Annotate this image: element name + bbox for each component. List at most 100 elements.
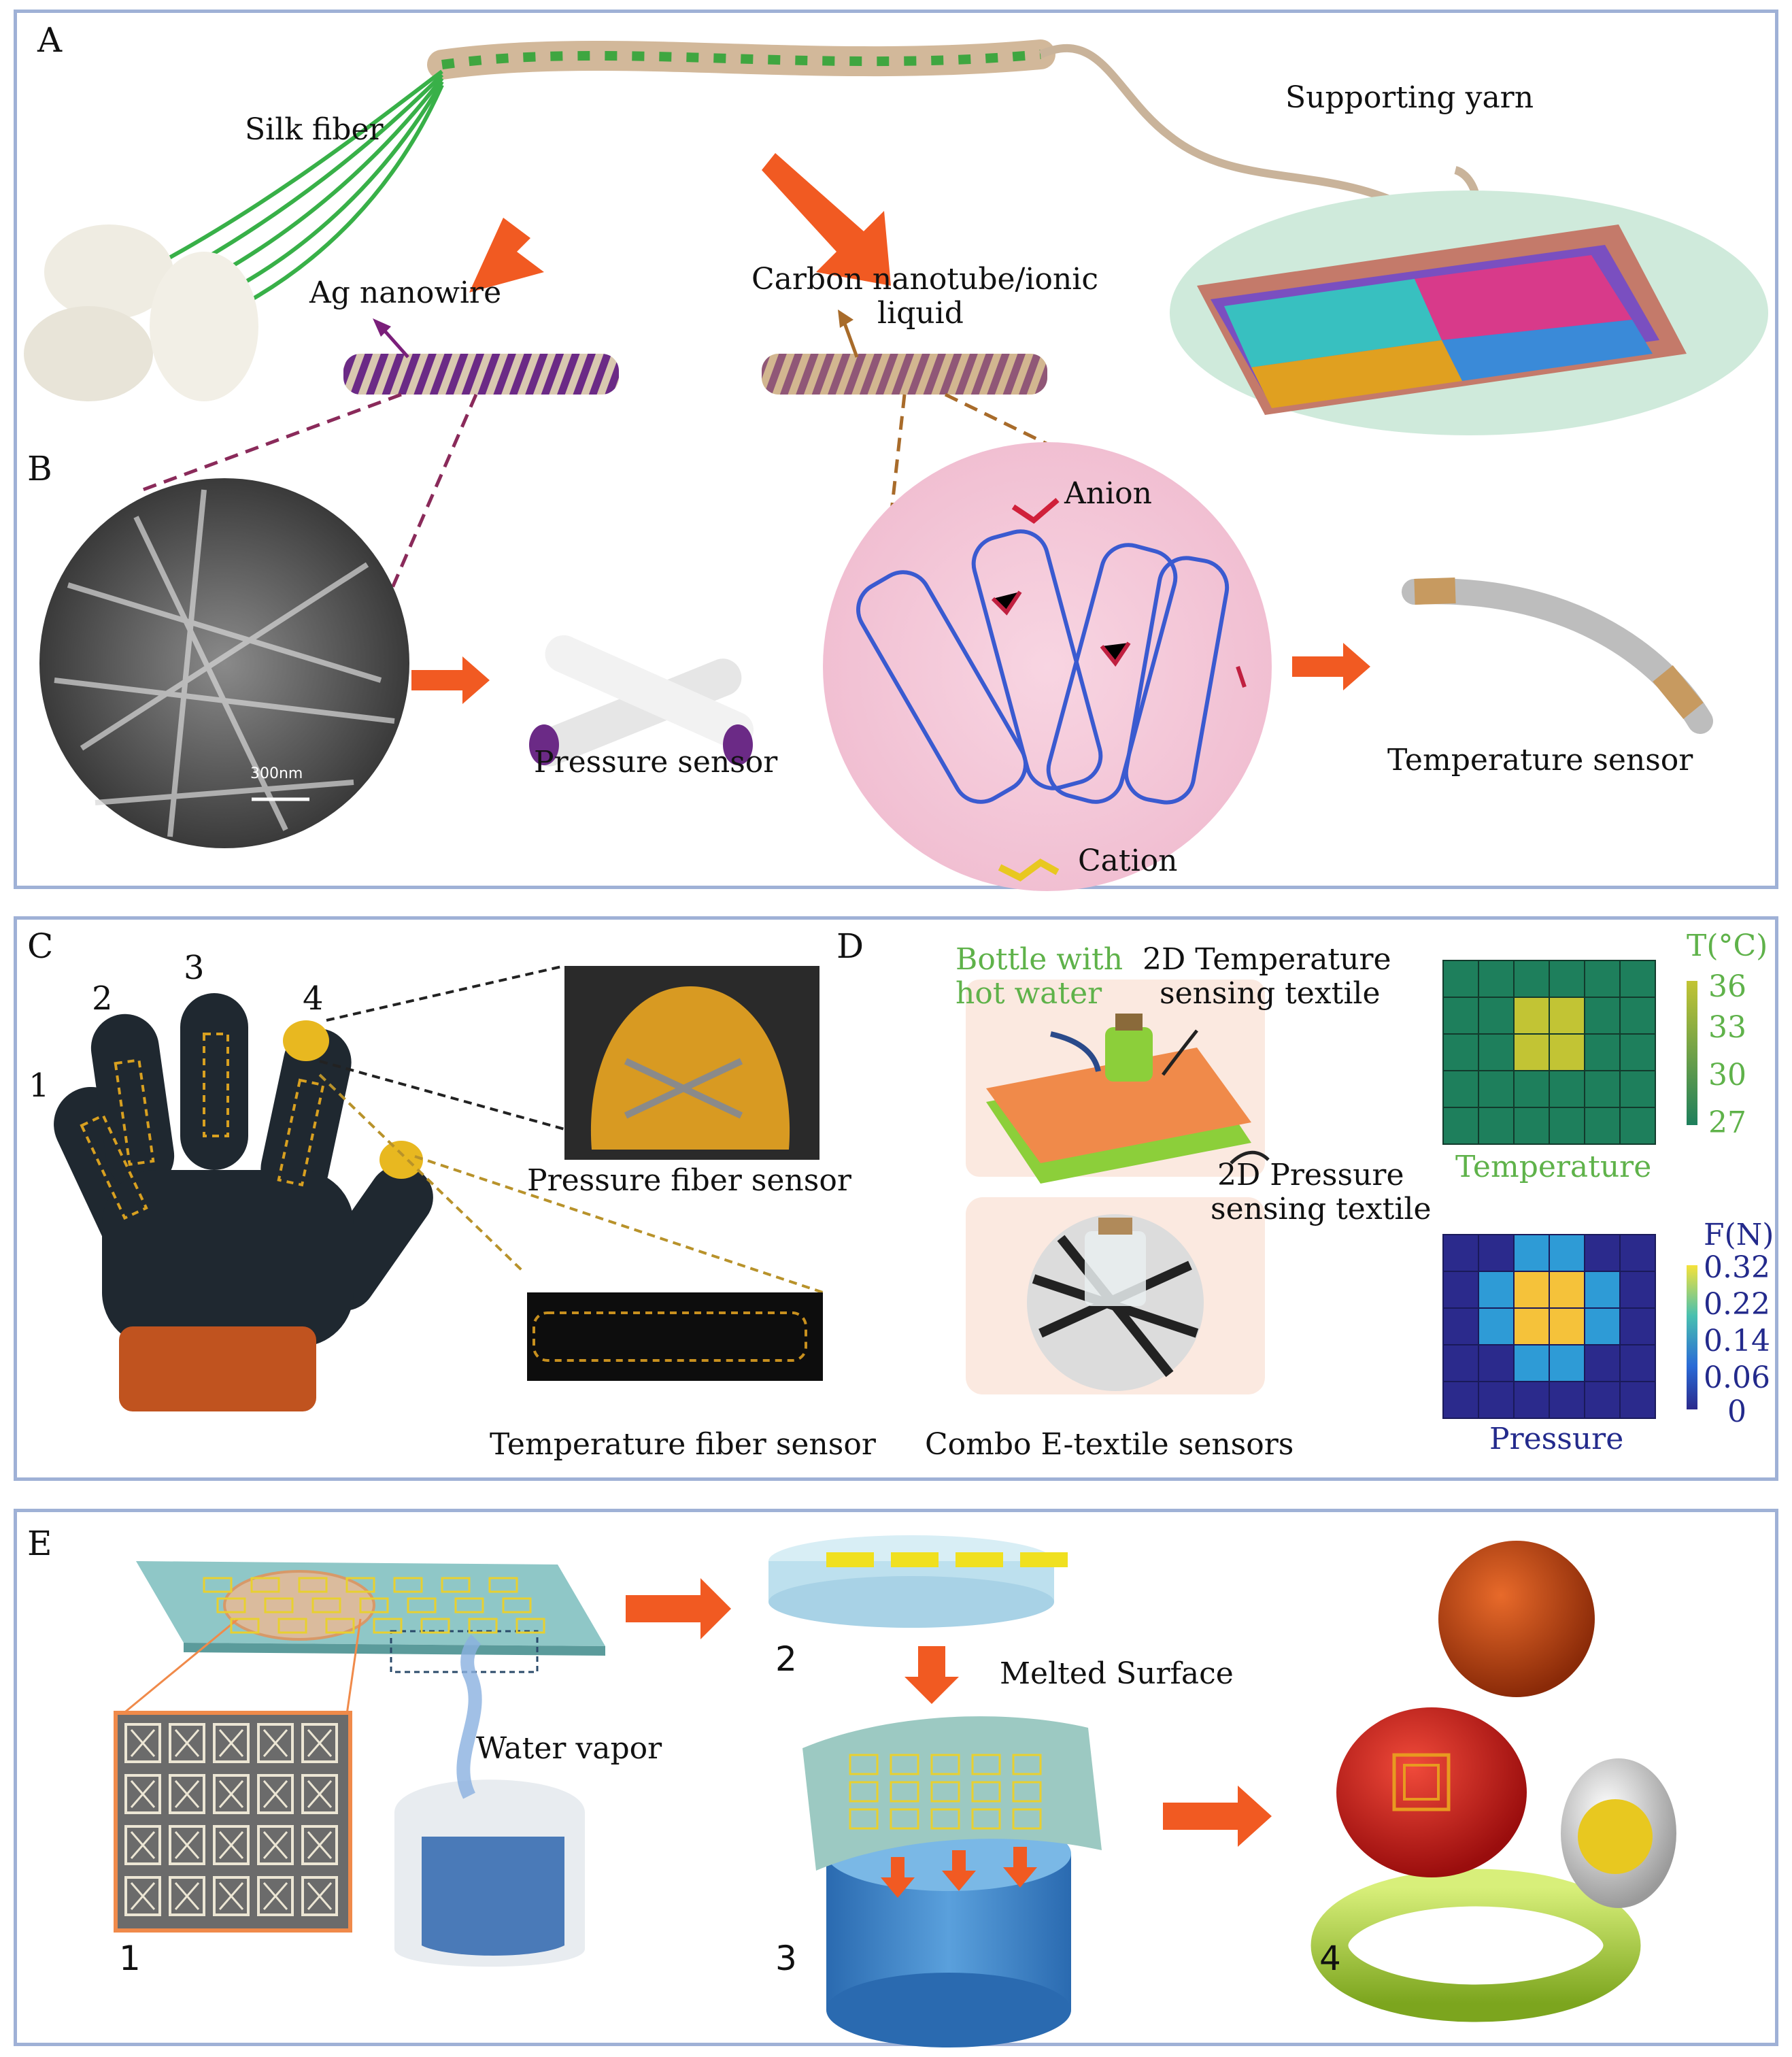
heatmap-cell <box>1549 1381 1585 1419</box>
temp-textile-label-line2: sensing textile <box>1160 976 1381 1011</box>
pressure-fiber-sensor-label: Pressure fiber sensor <box>527 1163 851 1198</box>
cnt-label-line2: liquid <box>877 296 964 331</box>
finger-label-1: 1 <box>29 1067 50 1105</box>
e-step-label-2: 2 <box>775 1639 797 1679</box>
panel-label-a: A <box>37 20 63 60</box>
pressure-textile-label-line2: sensing textile <box>1211 1192 1432 1226</box>
heatmap-cell <box>1513 997 1550 1035</box>
humidifier <box>394 1634 585 1967</box>
heatmap-cell <box>1478 1271 1515 1309</box>
heatmap-cell <box>1442 1107 1479 1145</box>
bottle-label-line2: hot water <box>956 976 1102 1011</box>
heatmap-cell <box>1478 1234 1515 1272</box>
pressure-sensor-label: Pressure sensor <box>534 745 778 780</box>
silk-fiber-label: Silk fiber <box>245 112 384 147</box>
cnt-zoom-circle <box>823 442 1272 891</box>
heatmap-cell <box>1584 1381 1621 1419</box>
heatmap-cell <box>1584 1344 1621 1382</box>
bottle-label-line1: Bottle with <box>956 942 1123 977</box>
ag-nanowire-label: Ag nanowire <box>309 275 502 310</box>
heatmap-cell <box>1442 1344 1479 1382</box>
heatmap-cell <box>1442 1234 1479 1272</box>
heatmap-cell <box>1513 1033 1550 1071</box>
finger-label-4: 4 <box>303 980 324 1018</box>
heatmap-cell <box>1584 1271 1621 1309</box>
heatmap-cell <box>1478 1070 1515 1108</box>
temperature-sensor-graphic <box>1402 578 1713 734</box>
temperature-fiber-sensor-label: Temperature fiber sensor <box>490 1427 876 1462</box>
heatmap-cell <box>1584 1307 1621 1345</box>
temperature-fiber-photo <box>527 1292 823 1381</box>
pressure-fiber-photo <box>564 966 819 1160</box>
ag-nanowire-fiber <box>343 354 619 395</box>
heatmap-cell <box>1619 1271 1656 1309</box>
heatmap-cell <box>1584 1070 1621 1108</box>
heatmap-cell <box>1619 960 1656 998</box>
heatmap-cell <box>1619 1381 1656 1419</box>
heatmap-cell <box>1584 1107 1621 1145</box>
panel-label-d: D <box>836 926 864 966</box>
panel-label-c: C <box>27 926 54 966</box>
heatmap-cell <box>1513 1107 1550 1145</box>
sem-image <box>39 478 409 848</box>
force-tick-0: 0.32 <box>1704 1250 1770 1285</box>
melted-surface-label: Melted Surface <box>1000 1656 1234 1691</box>
heatmap-cell <box>1478 1344 1515 1382</box>
heatmap-cell <box>1584 1033 1621 1071</box>
heatmap-cell <box>1619 1234 1656 1272</box>
heatmap-cell <box>1584 997 1621 1035</box>
cation-label: Cation <box>1078 843 1178 878</box>
force-tick-3: 0.06 <box>1704 1360 1770 1395</box>
orange-arrows-b <box>411 643 1370 704</box>
heatmap-cell <box>1442 1070 1479 1108</box>
heatmap-cell <box>1549 1271 1585 1309</box>
heatmap-cell <box>1549 1234 1585 1272</box>
temp-tick-3: 27 <box>1708 1105 1746 1140</box>
heatmap-cell <box>1619 997 1656 1035</box>
heatmap-cell <box>1619 1307 1656 1345</box>
e-step-label-3: 3 <box>775 1939 797 1978</box>
temp-textile-label-line1: 2D Temperature <box>1143 942 1391 977</box>
main-yarn <box>427 39 1481 227</box>
e-step2-disc <box>768 1535 1054 1628</box>
heatmap-cell <box>1478 1381 1515 1419</box>
orange-arrows-e <box>626 1578 1272 1898</box>
finger-label-3: 3 <box>184 949 205 987</box>
heatmap-cell <box>1549 997 1585 1035</box>
cnt-fiber <box>762 354 1047 395</box>
woven-fabric <box>1170 190 1768 435</box>
heatmap-cell <box>1513 1307 1550 1345</box>
force-tick-2: 0.14 <box>1704 1324 1770 1358</box>
e-step4-objects <box>1311 1541 1676 2022</box>
heatmap-cell <box>1584 1234 1621 1272</box>
heatmap-cell <box>1549 1033 1585 1071</box>
combo-label: Combo E-textile sensors <box>925 1427 1294 1462</box>
heatmap-cell <box>1442 1307 1479 1345</box>
combo-photo <box>966 1197 1265 1394</box>
e-step1-sheet <box>122 1561 605 1716</box>
heatmap-cell <box>1513 1381 1550 1419</box>
heatmap-cell <box>1513 1344 1550 1382</box>
panel-label-b: B <box>27 449 52 488</box>
textile-illustration <box>966 980 1270 1184</box>
heatmap-cell <box>1442 997 1479 1035</box>
e-step-label-4: 4 <box>1319 1939 1341 1978</box>
heatmap-cell <box>1442 1381 1479 1419</box>
glove-photo <box>26 966 437 1415</box>
heatmap-cell <box>1478 1107 1515 1145</box>
heatmap-cell <box>1442 1033 1479 1071</box>
heatmap-cell <box>1549 960 1585 998</box>
heatmap-cell <box>1584 960 1621 998</box>
temp-heatmap-title: Temperature <box>1455 1150 1652 1184</box>
force-tick-4: 0 <box>1727 1394 1746 1429</box>
pointer-arrows <box>373 310 859 358</box>
heatmap-cell <box>1619 1107 1656 1145</box>
temp-tick-2: 30 <box>1708 1058 1746 1092</box>
temp-tick-1: 33 <box>1708 1010 1746 1045</box>
temp-tick-0: 36 <box>1708 969 1746 1004</box>
cnt-label-line1: Carbon nanotube/ionic <box>751 262 1098 297</box>
heatmap-cell <box>1549 1107 1585 1145</box>
panel-label-e: E <box>27 1524 52 1563</box>
heatmap-cell <box>1478 1307 1515 1345</box>
heatmap-cell <box>1513 1271 1550 1309</box>
